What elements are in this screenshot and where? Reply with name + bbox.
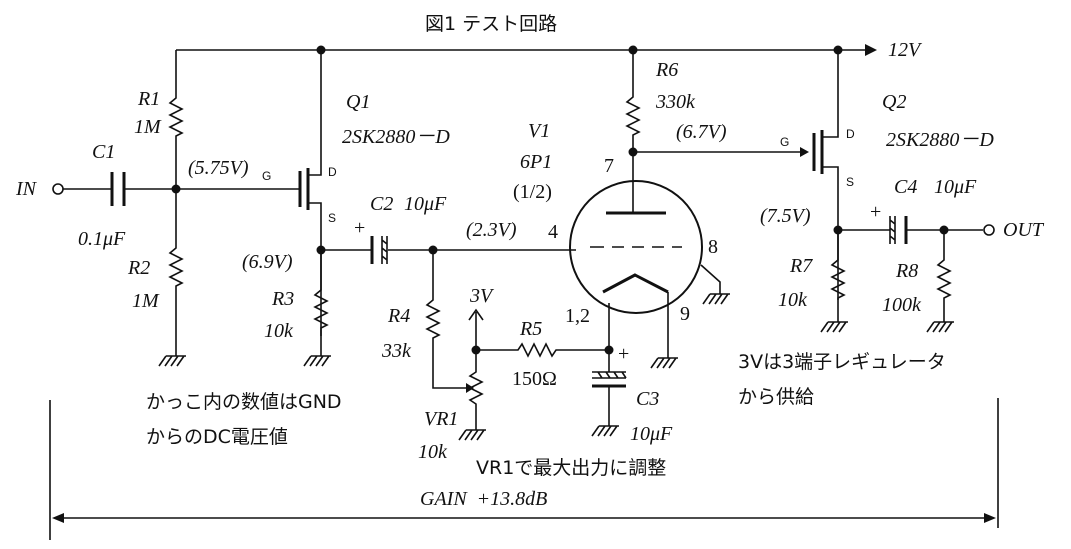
v1-screen-pin: 8 <box>708 236 718 258</box>
r5-value: 150Ω <box>512 368 557 390</box>
q2-s-pin: S <box>846 175 854 189</box>
dc-note-line2: からのDC電圧値 <box>146 426 288 448</box>
input-label: IN <box>15 178 38 200</box>
c3-value: 10μF <box>630 423 673 445</box>
screen-wire <box>700 264 721 294</box>
q1-part: 2SK2880－D <box>342 126 450 148</box>
r8-resistor <box>936 230 952 322</box>
r2-value: 1M <box>132 290 160 312</box>
ground-icon <box>591 425 619 437</box>
input-terminal-icon <box>52 183 64 195</box>
r3-resistor <box>313 250 329 356</box>
adjust-note: VR1で最大出力に調整 <box>476 457 666 479</box>
vr1-potentiometer <box>468 324 484 430</box>
gain-bracket <box>49 398 999 540</box>
r7-name: R7 <box>789 255 813 277</box>
ground-icon <box>926 321 954 333</box>
r7-resistor <box>830 230 846 322</box>
supply-label: 12V <box>888 39 923 61</box>
arrow-right-icon <box>984 513 996 523</box>
r1-value: 1M <box>134 116 162 138</box>
output-label: OUT <box>1003 219 1045 241</box>
r3-value: 10k <box>264 320 294 342</box>
v1-section: (1/2) <box>513 181 552 203</box>
c2-value: 10μF <box>404 193 447 215</box>
q1-drain-source-wire <box>308 50 322 336</box>
q2-source-voltage: (7.5V) <box>760 205 811 227</box>
r4-name: R4 <box>387 305 410 327</box>
ground-icon <box>650 357 678 369</box>
r6-resistor <box>625 50 641 213</box>
tube-envelope <box>569 180 703 314</box>
c1-name: C1 <box>92 141 115 163</box>
v1-grid-pin: 4 <box>548 221 558 243</box>
title: 図1 テスト回路 <box>425 13 557 35</box>
r2-name: R2 <box>127 257 150 279</box>
v1-cathode-pin: 1,2 <box>565 305 590 327</box>
v1-pin9: 9 <box>680 303 690 325</box>
gate-arrow-icon <box>800 147 809 157</box>
vr1-value: 10k <box>418 441 448 463</box>
v1-name: V1 <box>528 120 550 142</box>
r1-r2-divider <box>168 50 184 356</box>
r4-value: 33k <box>381 340 412 362</box>
q1-gate-voltage: (5.75V) <box>188 157 249 179</box>
arrow-left-icon <box>52 513 64 523</box>
supply-arrow-icon <box>865 44 877 56</box>
c4-plus: + <box>870 201 881 223</box>
q2-d-pin: D <box>846 127 855 141</box>
c3-name: C3 <box>636 388 659 410</box>
regulator-note-line1: 3Vは3端子レギュレータ <box>738 351 946 373</box>
c3-plus: + <box>618 343 629 365</box>
dc-note-line1: かっこ内の数値はGND <box>146 391 342 413</box>
v1-part: 6P1 <box>520 151 552 173</box>
ground-icon <box>820 321 848 333</box>
r6-value: 330k <box>655 91 696 113</box>
r3-name: R3 <box>271 288 294 310</box>
q1-source-voltage: (6.9V) <box>242 251 293 273</box>
capacitor-c3-electrolytic <box>592 371 627 379</box>
r5-resistor <box>476 342 609 358</box>
c1-value: 0.1μF <box>78 228 126 250</box>
r7-value: 10k <box>778 289 808 311</box>
ground-icon <box>303 355 331 367</box>
vr1-name: VR1 <box>424 408 458 430</box>
c2-plus: + <box>354 217 365 239</box>
ground-icon <box>458 429 486 441</box>
ground-icon <box>702 293 730 305</box>
c4-name: C4 <box>894 176 917 198</box>
r1-name: R1 <box>137 88 160 110</box>
gain-label: GAIN +13.8dB <box>420 488 547 510</box>
q1-g-pin: G <box>262 169 271 183</box>
output-terminal-icon <box>983 224 995 236</box>
ground-icon <box>158 355 186 367</box>
c2-name: C2 <box>370 193 393 215</box>
regulator-note-line2: から供給 <box>738 386 814 408</box>
junction-dot <box>604 345 614 355</box>
bias-source-label: 3V <box>469 285 495 307</box>
r5-name: R5 <box>519 318 542 340</box>
q1-d-pin: D <box>328 165 337 179</box>
r8-value: 100k <box>882 294 922 316</box>
capacitor-c2-electrolytic <box>381 236 388 264</box>
r6-name: R6 <box>655 59 678 81</box>
tube-cathode <box>602 273 669 294</box>
v1-grid-voltage: (2.3V) <box>466 219 517 241</box>
q2-part: 2SK2880－D <box>886 129 994 151</box>
q2-g-pin: G <box>780 135 789 149</box>
r8-name: R8 <box>895 260 918 282</box>
v1-plate-pin: 7 <box>604 155 614 177</box>
r4-resistor <box>425 250 466 389</box>
q1-name: Q1 <box>346 91 370 113</box>
q2-name: Q2 <box>882 91 906 113</box>
q1-s-pin: S <box>328 211 336 225</box>
bias-arrow-icon <box>468 308 484 324</box>
v1-plate-voltage: (6.7V) <box>676 121 727 143</box>
capacitor-c4-electrolytic <box>889 216 896 244</box>
c4-value: 10μF <box>934 176 977 198</box>
capacitor-c1-symbol <box>110 172 126 206</box>
